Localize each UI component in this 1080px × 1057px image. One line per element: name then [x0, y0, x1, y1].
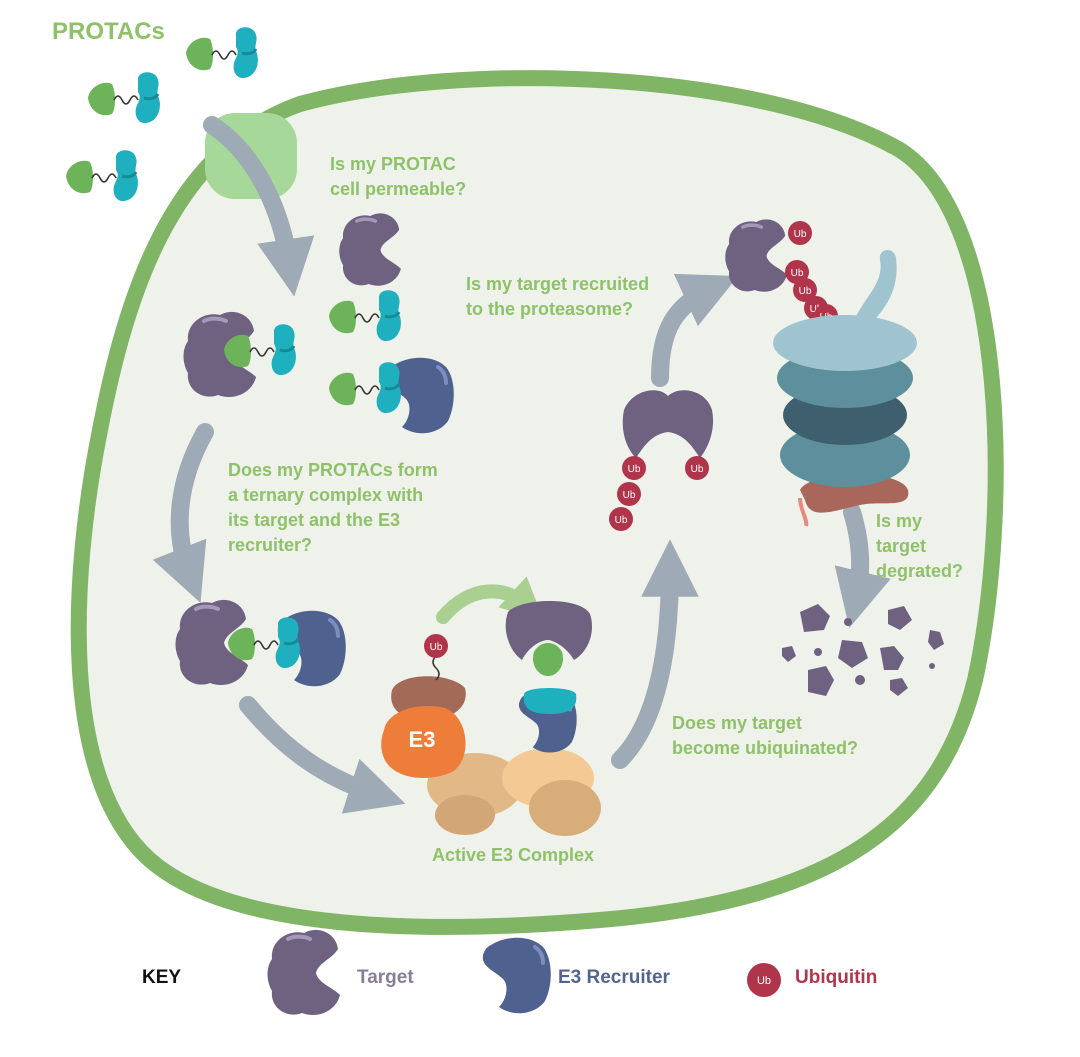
- question-degraded: Is my target degrated?: [876, 511, 964, 581]
- protac-molecule-icon: [86, 70, 162, 125]
- arrow-icon: [436, 576, 544, 624]
- svg-text:Ub: Ub: [430, 642, 443, 653]
- svg-text:Ub: Ub: [757, 975, 771, 987]
- key-heading: KEY: [142, 967, 182, 988]
- svg-text:Ub: Ub: [623, 490, 636, 501]
- question-ternary-complex: Does my PROTACs form a ternary complex w…: [228, 460, 438, 555]
- svg-text:Ub: Ub: [791, 268, 804, 279]
- diagram-title: PROTACs: [52, 18, 165, 45]
- question-cell-permeable: Is my PROTAC cell permeable?: [330, 154, 467, 199]
- key-ubiquitin-label: Ubiquitin: [795, 967, 878, 988]
- question-ubiquinated: Does my target become ubiquinated?: [672, 713, 859, 758]
- protac-molecule-icon: [64, 148, 140, 203]
- arrow-icon: [152, 116, 891, 814]
- key-e3-recruiter-icon: [480, 935, 553, 1016]
- key-e3-recruiter-label: E3 Recruiter: [558, 967, 670, 988]
- svg-text:Ub: Ub: [615, 515, 628, 526]
- key-target-icon: [265, 927, 342, 1017]
- e3-ligase-label: E3: [409, 727, 436, 752]
- active-e3-complex: E3 Ub: [381, 601, 601, 836]
- active-e3-complex-label: Active E3 Complex: [432, 845, 595, 865]
- protac-molecule-icon: [184, 25, 260, 80]
- svg-text:Ub: Ub: [691, 464, 704, 475]
- svg-text:Ub: Ub: [628, 464, 641, 475]
- svg-text:Ub: Ub: [799, 286, 812, 297]
- degraded-fragments: [782, 604, 944, 696]
- proteasome-icon: [773, 249, 917, 527]
- ubiquitin-chain: Ub Ub Ub Ub: [609, 456, 709, 531]
- question-proteasome: Is my target recruited to the proteasome…: [466, 274, 650, 319]
- key-target-label: Target: [357, 967, 414, 988]
- svg-text:Ub: Ub: [794, 229, 807, 240]
- key-ubiquitin-icon: [747, 963, 781, 997]
- target-protein-icon: [622, 390, 714, 458]
